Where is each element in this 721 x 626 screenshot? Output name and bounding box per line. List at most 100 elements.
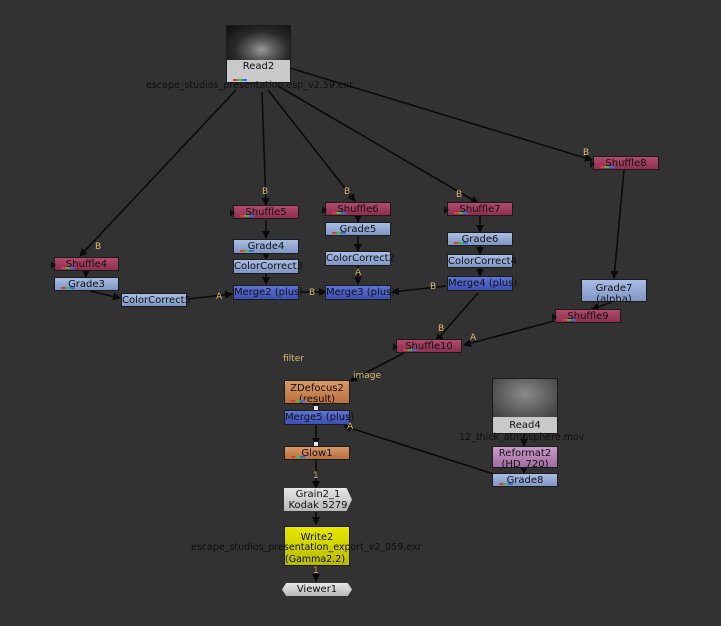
pin-1-grain2: 1: [313, 471, 319, 481]
zdefocus2-node[interactable]: ZDefocus2 (result): [284, 380, 350, 405]
edge-grade7-shuffle9: [591, 301, 613, 311]
shuffle5-label: Shuffle5: [245, 207, 287, 218]
read2-label: Read2: [242, 61, 275, 72]
shuffle10-node[interactable]: Shuffle10: [393, 339, 462, 353]
edge-read2-shuffle8: [289, 67, 593, 162]
grade4-node[interactable]: Grade4: [233, 239, 299, 254]
zdefocus2-sublabel: (result): [298, 394, 336, 405]
channel-indicator-icon: [332, 232, 346, 234]
grade3-node[interactable]: Grade3: [54, 277, 119, 291]
colorcorrect2-label: ColorCorrect2: [326, 253, 395, 264]
glow1-node[interactable]: Glow1: [284, 446, 350, 460]
reformat2-sublabel: (HD_720): [501, 459, 549, 470]
merge2-label: Merge2 (plus): [234, 287, 304, 298]
grade6-node[interactable]: Grade6: [447, 232, 513, 246]
grain2-label: Grain2_1: [295, 489, 341, 500]
shuffle6-node[interactable]: Shuffle6: [322, 202, 391, 216]
edge-shuffle10-zdefocus2: [349, 352, 405, 382]
read4-node[interactable]: Read4: [492, 378, 558, 434]
channel-indicator-icon: [233, 79, 247, 81]
edge-read2-shuffle4: [79, 89, 237, 257]
merge5-node[interactable]: Merge5 (plus): [284, 410, 355, 425]
viewer1-label: Viewer1: [296, 584, 338, 595]
channel-indicator-icon: [454, 212, 468, 214]
merge5-input-knob[interactable]: [313, 405, 319, 411]
grade6-label: Grade6: [461, 234, 499, 245]
viewer1-node[interactable]: Viewer1: [282, 583, 352, 596]
colorcorrect4-node[interactable]: ColorCorrect4: [447, 254, 517, 268]
merge3-label: Merge3 (plus): [326, 287, 396, 298]
read2-node[interactable]: Read2: [226, 25, 291, 83]
shuffle9-label: Shuffle9: [567, 311, 609, 322]
channel-indicator-icon: [403, 349, 417, 351]
shuffle4-node[interactable]: Shuffle4: [51, 257, 119, 271]
write2-sublabel: (Gamma2.2): [285, 554, 346, 565]
pin-b-shuffle6: B: [344, 187, 351, 197]
shuffle7-node[interactable]: Shuffle7: [444, 202, 513, 216]
colorcorrect2-node[interactable]: ColorCorrect2: [325, 251, 395, 266]
reformat2-label: Reformat2: [498, 448, 552, 459]
input-arrow-icon: [552, 313, 557, 321]
read2-thumbnail: [227, 26, 290, 60]
colorcorrect5-label: ColorCorrect5: [122, 295, 191, 306]
grade8-label: Grade8: [506, 475, 544, 486]
pin-b-shuffle7: B: [456, 190, 463, 200]
channel-indicator-icon: [454, 242, 468, 244]
channel-indicator-icon: [240, 250, 254, 252]
shuffle7-label: Shuffle7: [459, 204, 501, 215]
merge2-node[interactable]: Merge2 (plus): [233, 285, 304, 300]
pin-b-merge2: B: [309, 288, 316, 298]
merge3-node[interactable]: Merge3 (plus): [325, 285, 396, 300]
edge-grade3-cc5: [89, 290, 121, 301]
edge-read2-shuffle5: [261, 91, 270, 206]
merge5-label: Merge5 (plus): [285, 412, 355, 423]
channel-indicator-icon: [291, 456, 305, 458]
channel-indicator-icon: [332, 212, 346, 214]
grain2-node[interactable]: Grain2_1 Kodak 5279: [284, 488, 352, 511]
channel-indicator-icon: [240, 215, 254, 217]
grade3-label: Grade3: [68, 279, 105, 290]
pin-a-merge2: A: [216, 292, 223, 302]
read2-filename: escape_studios_presentation.esp_v2.59.ex…: [146, 80, 354, 91]
channel-indicator-icon: [499, 483, 513, 485]
grade7-node[interactable]: Grade7 (alpha): [581, 279, 647, 305]
pin-a-merge3: A: [355, 268, 362, 278]
glow1-label: Glow1: [301, 448, 333, 459]
colorcorrect3-node[interactable]: ColorCorrect3: [233, 259, 303, 274]
pin-b-shuffle4: B: [95, 242, 102, 252]
edge-shuffle8-grade7: [610, 169, 625, 279]
colorcorrect3-label: ColorCorrect3: [234, 261, 303, 272]
shuffle4-label: Shuffle4: [65, 259, 108, 270]
edge-read2-shuffle6: [267, 89, 356, 202]
pin-1-viewer1: 1: [313, 566, 319, 576]
colorcorrect5-node[interactable]: ColorCorrect5: [121, 293, 191, 307]
read4-thumbnail: [493, 379, 557, 417]
channel-indicator-icon: [61, 287, 75, 289]
shuffle9-node[interactable]: Shuffle9: [552, 309, 621, 323]
grade7-label: Grade7: [595, 283, 633, 294]
edge-merge4-shuffle10: [435, 292, 479, 342]
shuffle5-node[interactable]: Shuffle5: [230, 205, 299, 219]
pin-b-merge4: B: [430, 282, 437, 292]
pin-a-merge5: A: [347, 422, 354, 432]
merge4-node[interactable]: Merge4 (plus): [447, 276, 517, 291]
shuffle10-label: Shuffle10: [405, 341, 453, 352]
reformat2-node[interactable]: Reformat2 (HD_720): [492, 446, 558, 470]
pin-filter-zdefocus2: filter: [283, 354, 304, 364]
shuffle8-node[interactable]: Shuffle8: [590, 156, 659, 170]
edge-read2-shuffle7: [277, 85, 479, 204]
grade8-node[interactable]: Grade8: [492, 473, 558, 487]
channel-indicator-icon: [600, 166, 614, 168]
shuffle8-label: Shuffle8: [605, 158, 647, 169]
grade5-label: Grade5: [339, 224, 377, 235]
grade5-node[interactable]: Grade5: [325, 222, 391, 236]
write2-node[interactable]: Write2: [284, 526, 350, 566]
input-arrow-icon: [51, 261, 56, 269]
zdefocus2-label: ZDefocus2: [290, 383, 344, 394]
write2-filename: escape_studios_presentation_export_v2_05…: [191, 542, 422, 553]
colorcorrect4-label: ColorCorrect4: [448, 256, 517, 267]
pin-image-zdefocus2: image: [353, 371, 382, 381]
pin-b-shuffle5: B: [262, 187, 269, 197]
